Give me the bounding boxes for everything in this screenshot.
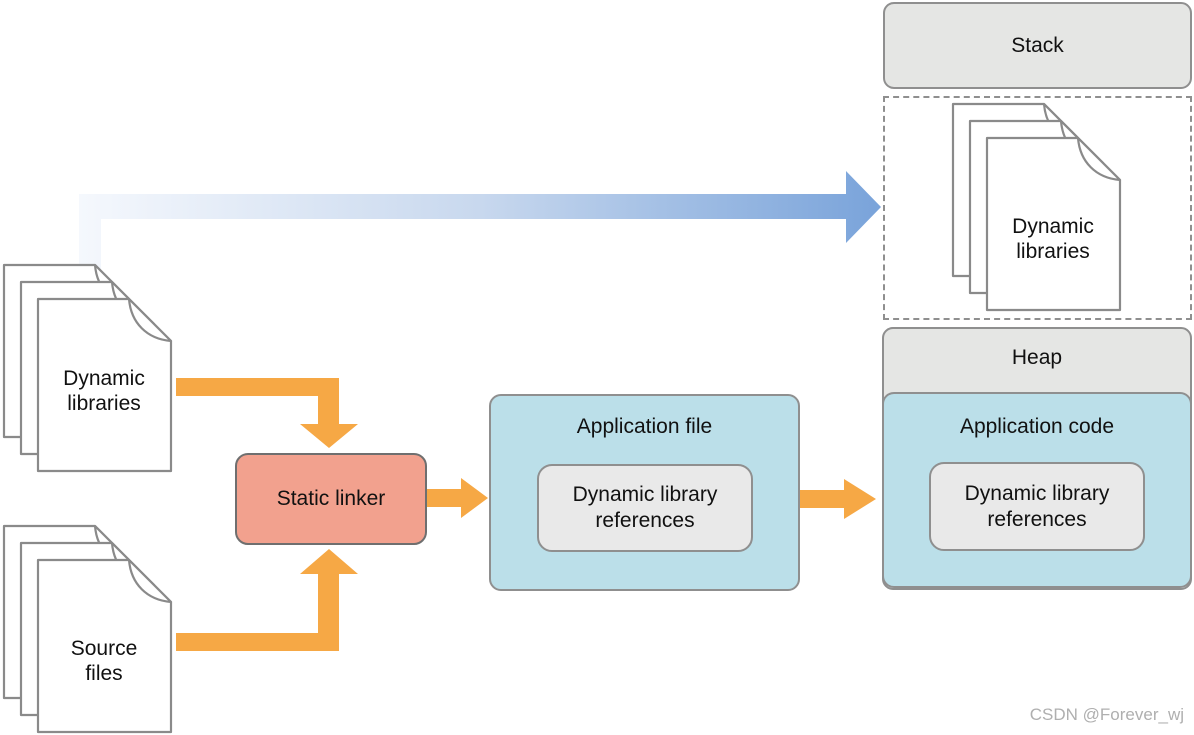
arrow-dynamic-libraries-to-linker (176, 378, 358, 448)
heap-label: Heap (1011, 346, 1063, 369)
static-linker-box: Static linker (235, 453, 427, 545)
dynamic-libraries-input-label: Dynamic libraries (63, 367, 145, 415)
application-code-references-label: Dynamic library references (964, 481, 1110, 531)
application-code-title: Application code (959, 415, 1115, 438)
static-linker-label: Static linker (276, 487, 386, 510)
application-file-references-label: Dynamic library references (572, 483, 718, 532)
arrow-linker-to-application-file (427, 478, 488, 518)
source-files-documents-icon (2, 524, 173, 734)
application-code-references-box: Dynamic library references (929, 462, 1145, 551)
application-file-references-box: Dynamic library references (537, 464, 753, 552)
blue-gradient-arrow (79, 171, 881, 292)
watermark: CSDN @Forever_wj (1029, 705, 1184, 724)
stack-box: Stack (883, 2, 1192, 89)
source-files-label: Source files (70, 637, 138, 685)
loaded-libraries-region (883, 96, 1192, 320)
loaded-dynamic-libraries-label: Dynamic libraries (1012, 215, 1094, 263)
arrow-application-file-to-application-code (800, 479, 876, 519)
arrow-source-files-to-linker (176, 549, 358, 651)
stack-label: Stack (1011, 33, 1064, 57)
application-file-title: Application file (576, 415, 713, 438)
